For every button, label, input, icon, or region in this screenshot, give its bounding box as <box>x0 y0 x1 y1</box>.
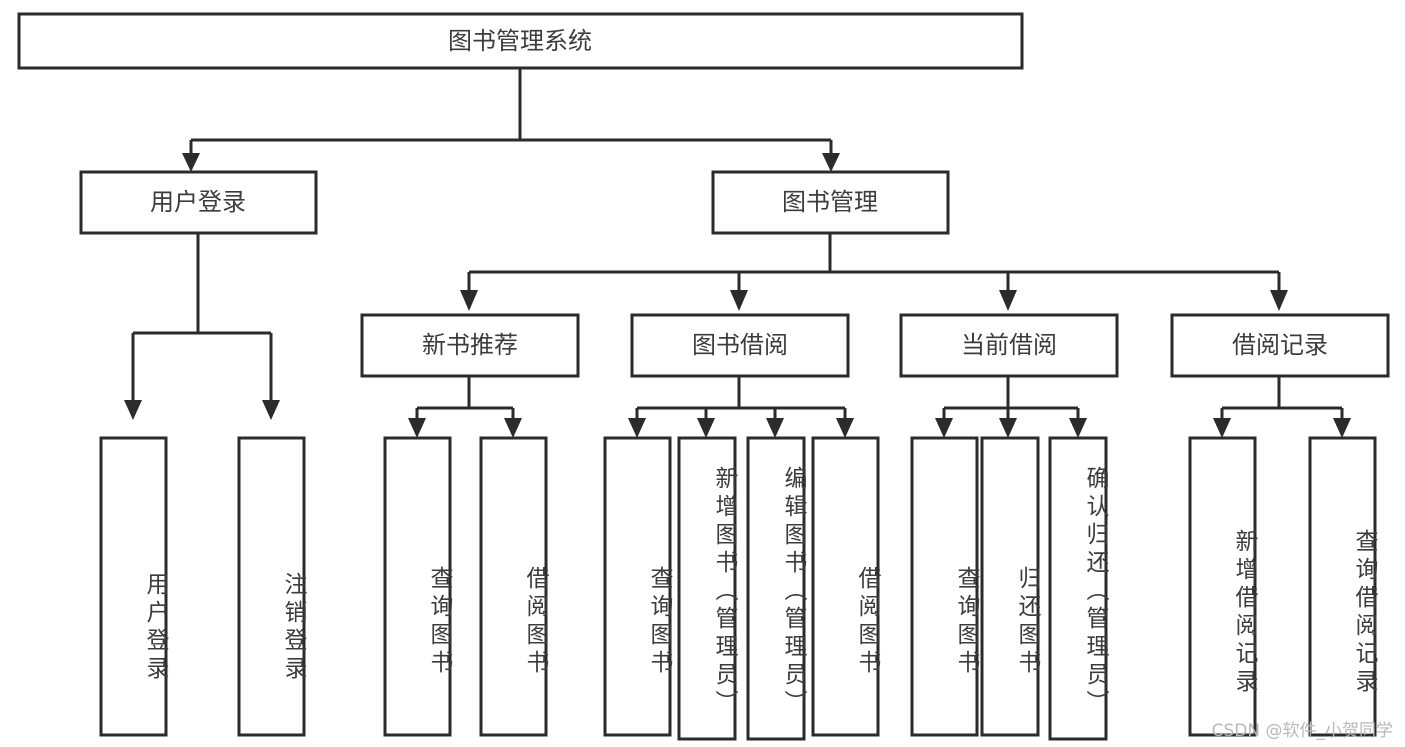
csdn-watermark: CSDN @软件_小贺同学 <box>1211 721 1393 741</box>
leaf-box-add-record[interactable] <box>1188 436 1257 737</box>
node-book-borrow-label: 图书借阅 <box>692 331 788 359</box>
arrow-to-new-book <box>460 290 478 311</box>
node-book-borrow-box[interactable] <box>630 313 850 378</box>
node-root-box[interactable] <box>17 12 1024 70</box>
leaf-box-query-book-3[interactable] <box>910 436 979 737</box>
node-book-management-box[interactable] <box>711 170 950 235</box>
connector-borrowrecords-to-leaves <box>1220 376 1344 420</box>
node-book-management[interactable]: 图书管理 <box>711 170 950 235</box>
arrow-to-leaf-query-book-2 <box>628 418 646 438</box>
arrow-to-leaf-return-book <box>999 418 1017 438</box>
node-new-book-recommend[interactable]: 新书推荐 <box>360 313 580 378</box>
arrow-to-leaf-borrow-book-2 <box>836 418 854 438</box>
leaf-box-add-book[interactable] <box>677 436 737 741</box>
leaf-box-return-book[interactable] <box>980 436 1040 737</box>
connector-bookmanage-to-level3 <box>467 233 1281 292</box>
connector-userlogin-to-leaves <box>131 233 273 402</box>
node-user-login[interactable]: 用户登录 <box>79 170 318 235</box>
node-root-label: 图书管理系统 <box>448 27 592 55</box>
connector-newbook-to-leaves <box>415 376 515 420</box>
node-current-borrow[interactable]: 当前借阅 <box>899 313 1119 378</box>
arrow-to-leaf-user-login <box>124 400 142 420</box>
node-borrow-records-box[interactable] <box>1170 313 1390 378</box>
node-book-management-label: 图书管理 <box>782 188 878 216</box>
arrow-to-leaf-borrow-book-1 <box>504 418 522 438</box>
arrow-to-leaf-confirm-return <box>1069 418 1087 438</box>
leaf-box-query-book-2[interactable] <box>603 436 672 737</box>
leaf-box-query-record[interactable] <box>1308 436 1377 737</box>
node-root-book-management-system[interactable]: 图书管理系统 <box>17 12 1024 70</box>
arrow-to-leaf-add-record <box>1213 418 1231 438</box>
arrow-to-borrow-records <box>1270 290 1288 311</box>
leaf-box-borrow-book-1[interactable] <box>479 436 548 737</box>
leaf-box-user-login[interactable] <box>99 436 168 737</box>
node-new-book-recommend-box[interactable] <box>360 313 580 378</box>
leaf-box-confirm-return[interactable] <box>1048 436 1108 741</box>
arrow-to-user-login <box>182 153 200 172</box>
arrow-to-book-borrow <box>730 290 748 311</box>
node-borrow-records[interactable]: 借阅记录 <box>1170 313 1390 378</box>
arrow-to-leaf-add-book <box>697 418 715 438</box>
arrow-to-leaf-logout <box>262 400 280 420</box>
node-user-login-label: 用户登录 <box>150 188 246 216</box>
arrow-to-leaf-edit-book <box>766 418 784 438</box>
leaf-box-edit-book[interactable] <box>746 436 806 741</box>
connector-group <box>124 68 1351 438</box>
node-borrow-records-label: 借阅记录 <box>1232 331 1328 359</box>
connector-root-to-level2 <box>189 68 833 155</box>
connector-currentborrow-to-leaves <box>942 376 1080 420</box>
node-current-borrow-box[interactable] <box>899 313 1119 378</box>
leaf-box-borrow-book-2[interactable] <box>811 436 880 737</box>
node-book-borrow[interactable]: 图书借阅 <box>630 313 850 378</box>
leaf-box-logout[interactable] <box>237 436 306 737</box>
arrow-to-current-borrow <box>999 290 1017 311</box>
leaf-box-query-book-1[interactable] <box>383 436 452 737</box>
arrow-to-leaf-query-book-3 <box>935 418 953 438</box>
node-user-login-box[interactable] <box>79 170 318 235</box>
node-current-borrow-label: 当前借阅 <box>961 331 1057 359</box>
arrow-to-leaf-query-record <box>1333 418 1351 438</box>
node-new-book-recommend-label: 新书推荐 <box>422 331 518 359</box>
arrow-to-leaf-query-book-1 <box>408 418 426 438</box>
arrow-to-book-manage <box>822 153 840 172</box>
connector-bookborrow-to-leaves <box>635 376 847 420</box>
